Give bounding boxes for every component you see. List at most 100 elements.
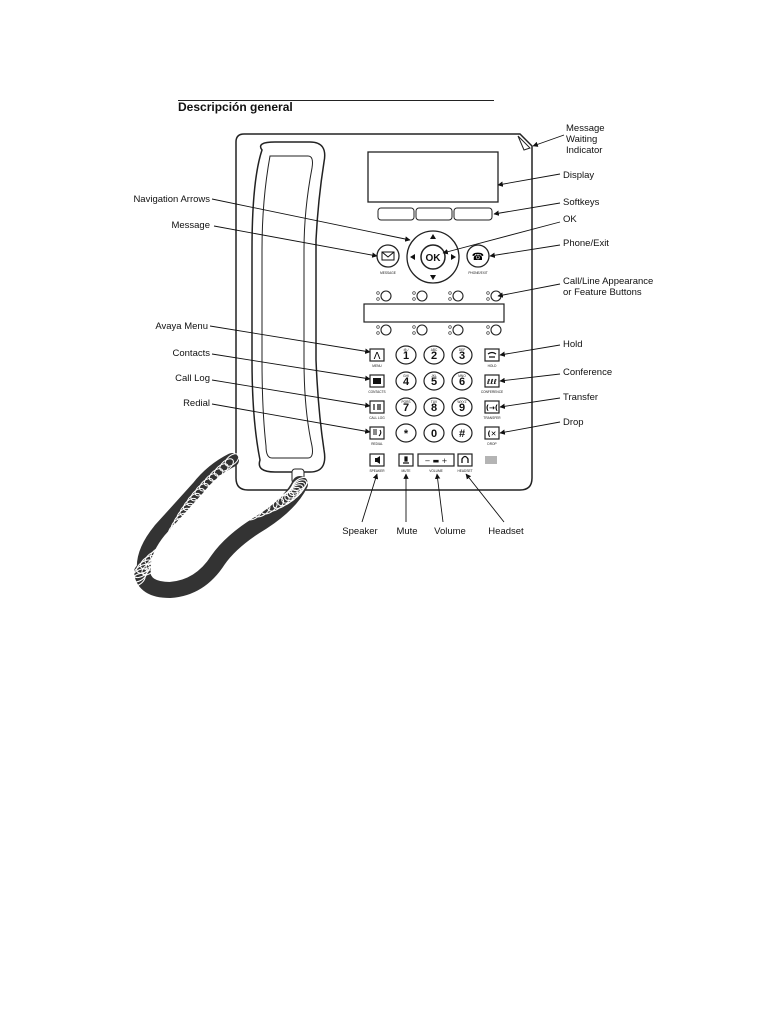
message-button[interactable] [376, 244, 400, 268]
line-led-bottom [412, 331, 416, 335]
cord-coil [141, 562, 157, 576]
label-mute: Mute [396, 526, 417, 537]
label-softkeys: Softkeys [563, 197, 600, 208]
dialpad-key-digit: * [404, 428, 409, 440]
line-led-top [376, 291, 380, 295]
contacts-button[interactable]: CONTACTS [368, 374, 386, 394]
transfer-button[interactable]: (→( TRANSFER [483, 400, 501, 420]
nav-right-arrow-icon[interactable] [451, 254, 456, 260]
dialpad-key-outline [423, 345, 445, 365]
speaker-button[interactable]: SPEAKER [369, 453, 385, 473]
cord-coil [136, 559, 153, 574]
line-led-top [448, 325, 452, 329]
label-hold: Hold [563, 339, 583, 350]
dialpad-key-letters: DEF [459, 348, 465, 352]
ok-button[interactable] [420, 244, 446, 270]
message-waiting-indicator [517, 135, 531, 151]
avaya-menu-icon: Λ [374, 351, 381, 362]
label-ok: OK [563, 214, 577, 225]
handset-cord-side [136, 453, 239, 577]
leader-message [213, 225, 378, 258]
label-speaker: Speaker [342, 526, 377, 537]
line-appearance-button[interactable] [412, 290, 428, 302]
nav-down-arrow-icon[interactable] [430, 275, 436, 280]
leader-volume [434, 473, 444, 523]
dialpad-key-digit: 0 [431, 428, 437, 440]
speaker-caption: SPEAKER [369, 469, 385, 473]
cord-coil [227, 512, 245, 527]
envelope-icon [381, 251, 395, 261]
redial-icon [373, 429, 382, 437]
title-rule [178, 100, 494, 101]
softkey-3[interactable] [453, 207, 493, 221]
drop-button[interactable]: (✕ DROP [484, 426, 500, 446]
line-button-circle [416, 324, 428, 336]
softkey-2[interactable] [415, 207, 453, 221]
speaker-icon [375, 456, 380, 464]
headset-button[interactable]: HEADSET [457, 453, 473, 473]
cord-coil [199, 478, 214, 492]
label-message-waiting-1: Message [566, 123, 605, 134]
menu-caption: MENU [372, 364, 382, 368]
dialpad-key-letters: MNO [458, 374, 466, 378]
cord-coil [236, 509, 254, 524]
call-log-button[interactable]: CALL LOG [369, 400, 385, 420]
label-message-waiting-3: Indicator [566, 145, 602, 156]
line-button-circle [452, 290, 464, 302]
line-appearance-button[interactable] [376, 290, 392, 302]
mute-button[interactable]: MUTE [398, 453, 414, 473]
dialpad-key[interactable]: 1@./ [395, 345, 417, 365]
nav-up-arrow-icon[interactable] [430, 234, 436, 239]
phone-exit-button[interactable] [466, 244, 490, 268]
line-appearance-button[interactable] [486, 324, 502, 336]
dialpad-key[interactable]: # [451, 423, 473, 443]
line-appearance-button[interactable] [412, 324, 428, 336]
line-appearance-button[interactable] [376, 324, 392, 336]
volume-button[interactable]: − ▬ + VOLUME [417, 453, 455, 473]
cord-coils [128, 453, 309, 588]
line-led-top [376, 325, 380, 329]
dialpad-key-digit: 9 [459, 402, 465, 414]
hold-button[interactable]: HOLD [484, 348, 500, 368]
cord-coil [145, 557, 161, 571]
line-button-circle [380, 324, 392, 336]
call-log-icon [373, 404, 381, 410]
dialpad-key[interactable]: 0 [423, 423, 445, 443]
line-led-bottom [486, 297, 490, 301]
line-led-bottom [376, 331, 380, 335]
dialpad-key[interactable]: * [395, 423, 417, 443]
redial-button[interactable]: REDIAL [369, 426, 385, 446]
cord-coil [281, 489, 299, 504]
leader-softkeys [493, 202, 561, 216]
conference-button[interactable]: ℓℓℓ CONFERENCE [481, 374, 503, 394]
dialpad-key-letters: @./ [403, 348, 408, 352]
dialpad-key-digit: 6 [459, 376, 465, 388]
softkey-1[interactable] [377, 207, 415, 221]
nav-left-arrow-icon[interactable] [410, 254, 415, 260]
line-appearance-button[interactable] [448, 290, 464, 302]
cord-coil [253, 503, 271, 518]
headset-caption: HEADSET [457, 469, 472, 473]
cord-coil [130, 568, 148, 583]
cord-coil [194, 483, 210, 497]
line-appearance-button[interactable] [448, 324, 464, 336]
dialpad-key-outline [423, 371, 445, 391]
leader-transfer [499, 397, 561, 409]
handset-inner [261, 155, 313, 459]
label-call-line-1: Call/Line Appearance [563, 276, 653, 287]
dialpad-key-outline [395, 345, 417, 365]
contacts-caption: CONTACTS [368, 390, 385, 394]
cord-coil [290, 479, 308, 494]
line-button-circle [380, 290, 392, 302]
dialpad-key-outline [451, 371, 473, 391]
avaya-menu-button[interactable]: Λ MENU [369, 348, 385, 368]
